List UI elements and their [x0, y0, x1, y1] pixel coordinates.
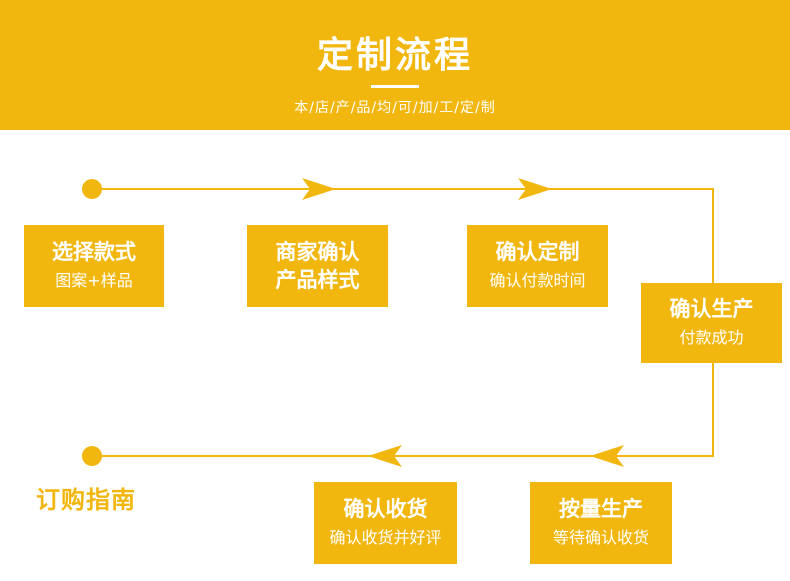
step-title: 选择款式: [52, 240, 136, 264]
step-mass-production: 按量生产 等待确认收货: [530, 482, 672, 564]
step-title: 确认定制: [495, 240, 580, 264]
arrow-right-icon: [518, 178, 552, 200]
step-desc: 付款成功: [679, 328, 744, 347]
step-confirm-receipt: 确认收货 确认收货并好评: [314, 482, 457, 564]
title-underline: [371, 85, 419, 88]
step-desc: 图案+样品: [55, 271, 133, 290]
step-title: 按量生产: [559, 497, 643, 521]
step-desc: 确认付款时间: [489, 271, 586, 290]
step-title-line2: 产品样式: [275, 268, 360, 292]
page-title: 定制流程: [316, 35, 473, 76]
step-title: 确认生产: [669, 297, 754, 321]
order-guide-label: 订购指南: [36, 486, 136, 514]
step-desc: 确认收货并好评: [329, 528, 442, 547]
arrow-left-icon: [590, 445, 624, 467]
step-title: 确认收货: [343, 497, 428, 521]
step-confirm-customize: 确认定制 确认付款时间: [467, 225, 608, 307]
arrow-right-icon: [302, 178, 336, 200]
arrow-left-icon: [368, 445, 402, 467]
step-confirm-production: 确认生产 付款成功: [641, 283, 782, 363]
step-select-style: 选择款式 图案+样品: [24, 225, 164, 307]
step-merchant-confirm: 商家确认 产品样式: [247, 225, 388, 307]
header-banner: 定制流程 本/店/产/品/均/可/加/工/定/制: [0, 0, 790, 130]
page-subtitle: 本/店/产/品/均/可/加/工/定/制: [294, 100, 496, 116]
step-desc: 等待确认收货: [552, 528, 649, 547]
step-title: 商家确认: [275, 240, 360, 264]
flow-start-dot-icon: [82, 179, 102, 199]
flow-end-dot-icon: [82, 446, 102, 466]
